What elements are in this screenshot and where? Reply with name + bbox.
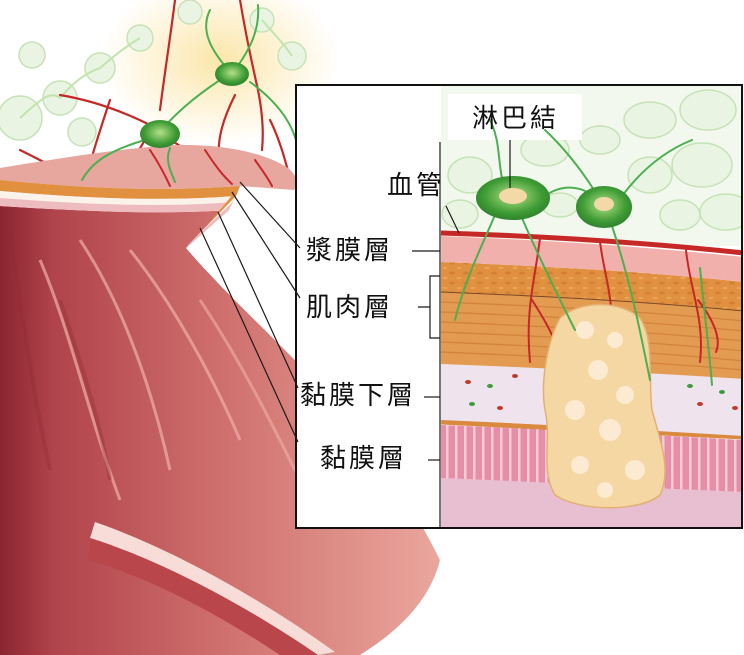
green-dot <box>719 390 725 394</box>
red-dot <box>697 402 703 406</box>
tumor-nodule <box>588 360 608 380</box>
green-dot <box>487 384 493 388</box>
red-dot <box>465 380 471 384</box>
outer-surface <box>0 145 296 190</box>
green-dot <box>469 402 475 406</box>
serosa-leader-line <box>240 182 300 248</box>
red-dot <box>512 374 518 378</box>
pale-cell <box>442 200 478 228</box>
green-dot <box>687 384 693 388</box>
pale-cell <box>660 200 700 230</box>
tumor-nodule <box>597 482 613 498</box>
pale-cell <box>680 90 736 130</box>
lymph-node <box>215 62 249 86</box>
muscle-leader-line <box>232 192 300 298</box>
serosa-label: 漿膜層 <box>306 236 393 266</box>
red-dot <box>732 406 738 410</box>
pale-cell <box>672 143 732 187</box>
lymph-node-core <box>499 188 527 204</box>
red-dot <box>497 406 503 410</box>
tumor <box>543 305 665 508</box>
pale-node <box>68 118 96 146</box>
tumor-nodule <box>607 332 623 348</box>
tumor-nodule <box>571 456 589 474</box>
pale-node <box>178 0 202 24</box>
lymph-node-core <box>594 197 614 211</box>
muscle-layer-label: 肌肉層 <box>306 293 393 323</box>
pale-cell <box>624 102 676 138</box>
lymph-node <box>140 120 180 148</box>
mucosa-label: 黏膜層 <box>320 444 407 474</box>
tumor-nodule <box>616 386 634 404</box>
submucosa-label: 黏膜下層 <box>300 381 416 411</box>
pale-cell <box>700 194 744 230</box>
blood-vessel-label: 血管 <box>387 171 445 201</box>
pale-cell <box>628 157 672 193</box>
cross-section-detail <box>441 86 744 530</box>
pale-cell <box>580 126 620 154</box>
tumor-nodule <box>565 400 585 420</box>
pale-node <box>19 42 45 68</box>
tumor-nodule <box>625 460 645 480</box>
lymph-node-label: 淋巴結 <box>472 104 559 134</box>
tumor-nodule <box>599 419 621 441</box>
tumor-nodule <box>576 321 594 339</box>
